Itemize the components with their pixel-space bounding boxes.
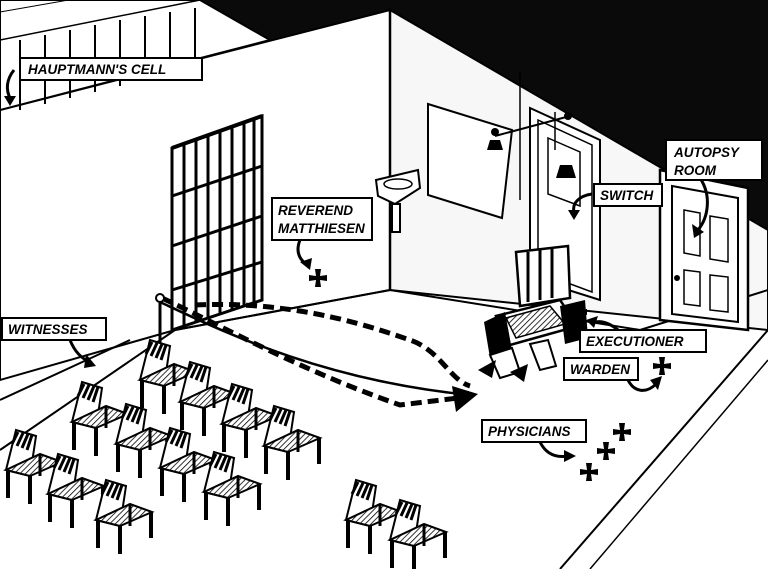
autopsy-label-line1: AUTOPSY	[673, 145, 741, 160]
autopsy-room-door	[658, 168, 750, 332]
reverend-label-line2: MATTHIESEN	[278, 221, 365, 236]
floor-edge-front	[559, 329, 768, 569]
label-executioner: EXECUTIONER	[579, 329, 707, 353]
witnesses-label: WITNESSES	[8, 322, 88, 337]
curved-arrow-icon	[572, 192, 593, 213]
wash-basin	[374, 168, 422, 233]
overhead-lamp	[487, 72, 576, 200]
warden-label: WARDEN	[570, 362, 630, 377]
label-reverend: REVEREND MATTHIESEN	[271, 197, 373, 241]
wall-window	[427, 102, 514, 220]
label-switch: SWITCH	[593, 183, 663, 207]
label-hauptmanns-cell: HAUPTMANN'S CELL	[19, 57, 203, 81]
curved-arrow-icon	[696, 177, 709, 231]
walk-path-arrowhead	[452, 386, 478, 412]
walk-path-to-chair	[160, 295, 459, 408]
switch-label: SWITCH	[600, 188, 653, 203]
label-warden: WARDEN	[563, 357, 639, 381]
autopsy-label-line2: ROOM	[674, 163, 717, 178]
curved-arrow-icon	[5, 69, 16, 99]
executioner-label: EXECUTIONER	[586, 334, 684, 349]
witness-rail-edge	[0, 339, 131, 401]
label-physicians: PHYSICIANS	[481, 419, 587, 443]
pointer-arrowheads	[4, 96, 704, 462]
hauptmanns-cell-label: HAUPTMANN'S CELL	[28, 62, 166, 77]
curved-arrow-icon	[626, 379, 658, 392]
physicians-label: PHYSICIANS	[488, 424, 571, 439]
reverend-label-line1: REVEREND	[278, 203, 353, 218]
condemned-walk-path	[194, 301, 471, 389]
cell-door	[170, 113, 264, 333]
label-autopsy-room: AUTOPSY ROOM	[665, 139, 763, 181]
label-witnesses: WITNESSES	[1, 317, 107, 341]
electric-chair	[478, 244, 588, 382]
floor-edge-front-inner	[589, 359, 768, 569]
